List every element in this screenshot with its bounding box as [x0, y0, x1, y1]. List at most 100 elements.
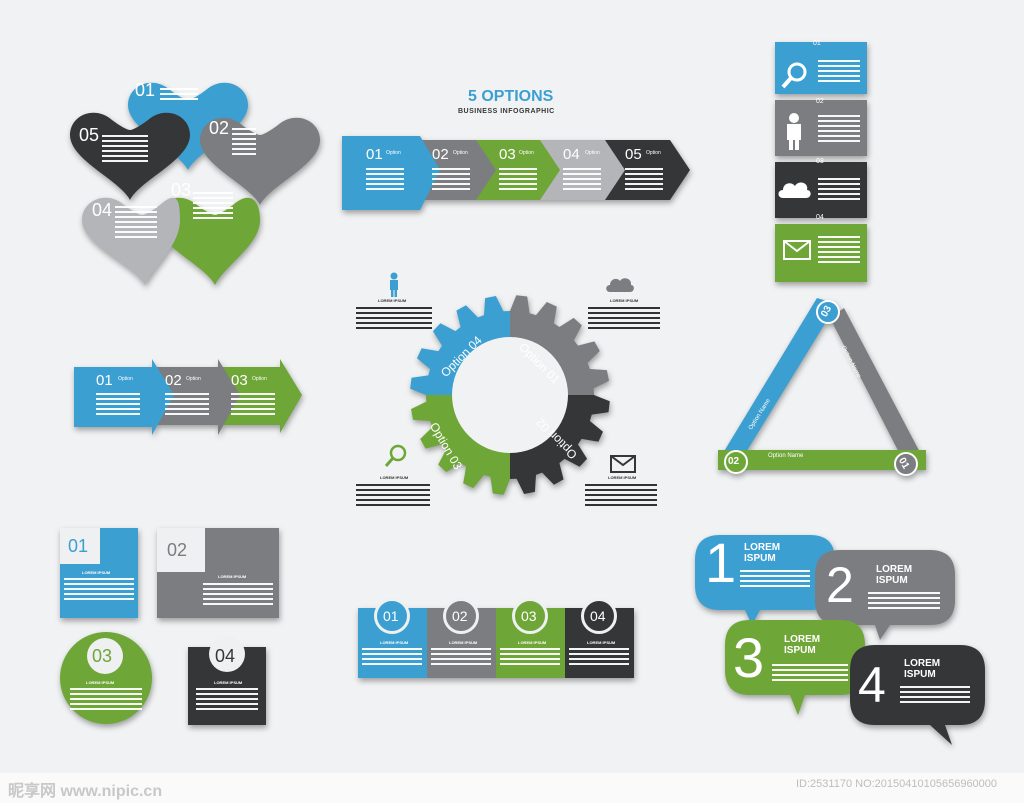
heart-text-02 — [232, 128, 256, 158]
three-arrow-text-2 — [165, 393, 209, 418]
bubble-3-num: 3 — [733, 626, 765, 689]
mail-icon — [610, 455, 636, 473]
five-arrow-text-1 — [366, 168, 404, 193]
search-icon — [781, 62, 807, 89]
tab-03-text — [500, 648, 560, 668]
tab-04-label: LOREM IPSUM — [587, 640, 616, 645]
five-arrow-text-3 — [499, 168, 537, 193]
gear-caption-3: LOREM IPSUM — [380, 475, 409, 480]
bubble-2-text — [868, 592, 940, 612]
heart-text-01 — [160, 88, 198, 103]
heart-02 — [200, 117, 320, 205]
triangle-bar-blue — [720, 298, 837, 462]
five-arrow-4 — [533, 140, 625, 200]
gear-caption-1: LOREM IPSUM — [378, 298, 407, 303]
five-arrow-3 — [468, 140, 560, 200]
heart-number-02: 02 — [209, 118, 230, 138]
banner-num-04: 04 — [816, 214, 824, 221]
heart-number-01: 01 — [135, 80, 156, 100]
square-04-num: 04 — [215, 646, 236, 666]
bubble-4-num: 4 — [858, 657, 886, 713]
square-04-badge — [209, 636, 245, 672]
heart-text-03 — [193, 192, 233, 222]
person-icon — [390, 272, 398, 297]
five-arrow-num-4: 04 — [563, 146, 580, 163]
five-arrow-text-2 — [432, 168, 470, 193]
five-arrow-label-3: Option — [519, 150, 534, 156]
triangle-num-02: 02 — [728, 456, 740, 467]
five-arrows-group — [342, 136, 690, 210]
tab-02-badge — [443, 598, 479, 634]
banner-num-02: 02 — [816, 98, 824, 105]
bubble-4-title: LOREM ISPUM — [904, 658, 941, 680]
three-arrow-label-3: Option — [252, 376, 267, 382]
tab-01-badge — [374, 598, 410, 634]
bubble-2-num: 2 — [826, 557, 854, 613]
five-arrow-num-5: 05 — [625, 146, 642, 163]
tab-02-text — [431, 648, 491, 668]
gear-caption-2: LOREM IPSUM — [610, 298, 639, 303]
gear-text-4 — [585, 484, 657, 509]
bubble-4-text — [900, 686, 970, 706]
five-arrow-text-4 — [563, 168, 601, 193]
gear-text-1 — [356, 307, 432, 332]
circle-03-num: 03 — [92, 646, 113, 666]
heart-number-03: 03 — [171, 180, 192, 200]
heart-text-05 — [102, 135, 148, 165]
tab-01-label: LOREM IPSUM — [380, 640, 409, 645]
banner-text-02 — [818, 115, 860, 145]
square-01-text — [64, 578, 134, 603]
square-01-label: LOREM IPSUM — [82, 570, 111, 575]
square-02-num: 02 — [167, 540, 188, 560]
three-arrow-num-2: 02 — [165, 372, 182, 389]
five-arrow-num-1: 01 — [366, 146, 383, 163]
three-arrow-label-2: Option — [186, 376, 201, 382]
gear-caption-4: LOREM IPSUM — [608, 475, 637, 480]
five-arrow-label-5: Option — [646, 150, 661, 156]
main-title: 5 OPTIONS — [468, 88, 554, 105]
three-arrow-num-1: 01 — [96, 372, 113, 389]
bubble-1-text — [740, 570, 810, 590]
watermark-left: 昵享网 www.nipic.cn — [8, 783, 163, 800]
tab-02-num: 02 — [452, 608, 468, 624]
triangle-badge-03 — [816, 300, 840, 324]
square-01-num: 01 — [68, 536, 89, 556]
tab-03-label: LOREM IPSUM — [518, 640, 547, 645]
tab-03-num: 03 — [521, 608, 537, 624]
watermark-bar — [0, 773, 1024, 803]
bubble-2-title: LOREM ISPUM — [876, 564, 913, 586]
five-arrow-5 — [598, 140, 690, 200]
three-arrows-group — [74, 359, 302, 435]
three-arrow-2 — [147, 359, 240, 435]
gear-text-3 — [356, 484, 430, 509]
circle-03-text — [70, 688, 142, 713]
triangle-badge-01 — [894, 452, 918, 476]
gear-diagram — [410, 295, 610, 495]
five-arrow-num-3: 03 — [499, 146, 516, 163]
square-02-tab — [157, 528, 205, 572]
circle-03-label: LOREM IPSUM — [86, 680, 115, 685]
tab-03-badge — [512, 598, 548, 634]
square-02-label: LOREM IPSUM — [218, 574, 247, 579]
banner-num-01: 01 — [813, 40, 821, 47]
triangle-label-bottom: Option Name — [768, 453, 804, 459]
bubble-3 — [725, 620, 865, 715]
heart-text-04 — [115, 206, 157, 241]
tab-04-badge — [581, 598, 617, 634]
triangle-bar-gray — [830, 308, 924, 470]
heart-number-04: 04 — [92, 200, 113, 220]
banner-text-04 — [818, 236, 860, 266]
bubble-1-num: 1 — [705, 531, 737, 594]
bubble-1-title: LOREM ISPUM — [744, 542, 781, 564]
three-arrow-text-1 — [96, 393, 140, 418]
triangle-diagram — [718, 298, 926, 476]
tab-02-label: LOREM IPSUM — [449, 640, 478, 645]
tab-04-text — [569, 648, 629, 668]
square-01-tab — [60, 528, 100, 564]
five-arrow-label-1: Option — [386, 150, 401, 156]
cloud-icon — [606, 278, 634, 292]
three-arrow-1 — [74, 359, 174, 435]
five-arrow-label-2: Option — [453, 150, 468, 156]
gear-text-2 — [588, 307, 660, 332]
search-icon — [384, 444, 407, 467]
